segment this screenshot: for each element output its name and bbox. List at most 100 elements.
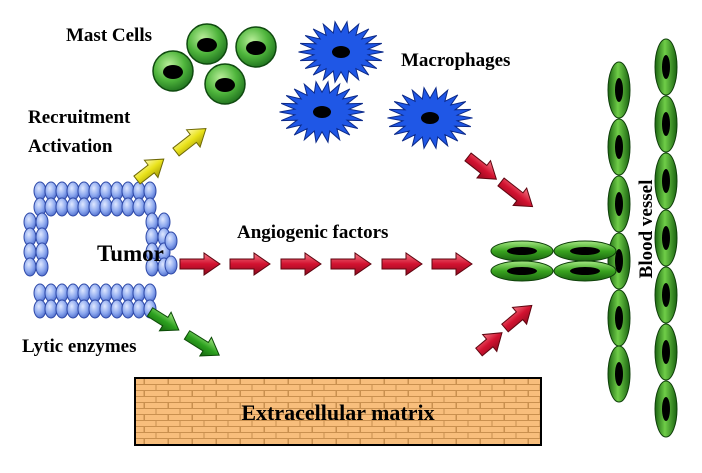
macrophage-icon [279,80,365,144]
tumor-cell-icon [55,299,69,319]
angiogenic-arrow-icon [475,332,503,357]
label-angiogenic-factors: Angiogenic factors [237,222,388,243]
macrophage-icon [298,20,384,84]
tumor-cell-icon [110,299,124,319]
tumor-cell-icon [33,181,47,201]
mast-cell-icon [235,26,277,68]
tumor-cell-icon [66,197,80,217]
mast-cell-icon [204,63,246,105]
tumor-cell-icon [110,197,124,217]
tumor-cell-icon [132,181,146,201]
tumor-cell-icon [55,283,69,303]
tumor-cell-icon [164,255,178,275]
vessel-cell-icon [654,266,678,324]
label-extracellular-matrix: Extracellular matrix [241,400,434,425]
vessel-cell-icon [607,289,631,347]
tumor-cell-icon [110,283,124,303]
tumor-cell-icon [88,299,102,319]
mast-cell-icon [152,50,194,92]
vessel-cell-icon [654,95,678,153]
tumor-cell-icon [121,299,135,319]
extracellular-matrix-block [134,377,542,446]
label-activation: Activation [28,136,113,157]
vessel-cell-icon [607,232,631,290]
tumor-cell-icon [164,231,178,251]
angiogenic-arrow-icon [501,304,533,333]
recruitment-arrow-icon [133,158,165,185]
vessel-cell-icon [607,61,631,119]
angiogenic-arrow-icon [464,152,498,180]
tumor-cell-icon [121,181,135,201]
tumor-cell-icon [55,181,69,201]
endothelial-cell-icon [553,240,617,262]
tumor-cell-icon [33,299,47,319]
tumor-cell-icon [77,299,91,319]
tumor-cell-icon [33,283,47,303]
label-macrophages: Macrophages [401,50,510,71]
angiogenic-arrow-icon [330,252,372,276]
tumor-cell-icon [132,299,146,319]
tumor-cell-icon [77,283,91,303]
lytic-arrow-icon [183,330,220,357]
angiogenic-arrow-icon [381,252,423,276]
endothelial-cell-icon [490,260,554,282]
macrophage-icon [387,86,473,150]
tumor-cell-icon [99,299,113,319]
endothelial-cell-icon [553,260,617,282]
tumor-cell-icon [110,181,124,201]
tumor-cell-icon [77,197,91,217]
vessel-cell-icon [654,380,678,438]
label-blood-vessel: Blood vessel [636,180,657,279]
tumor-cell-icon [35,257,49,277]
tumor-cell-icon [143,181,157,201]
vessel-cell-icon [654,209,678,267]
tumor-cell-icon [66,283,80,303]
label-lytic-enzymes: Lytic enzymes [22,336,137,357]
label-mast-cells: Mast Cells [66,25,152,46]
vessel-cell-icon [607,175,631,233]
tumor-cell-icon [88,283,102,303]
tumor-cell-icon [121,197,135,217]
tumor-cell-icon [44,283,58,303]
tumor-cell-icon [66,181,80,201]
tumor-cell-icon [99,181,113,201]
angiogenic-arrow-icon [497,177,534,208]
angiogenic-arrow-icon [280,252,322,276]
angiogenic-arrow-icon [179,252,221,276]
tumor-cell-icon [55,197,69,217]
macrophages-group [279,20,473,150]
tumor-cell-icon [143,283,157,303]
tumor-cell-icon [44,197,58,217]
angiogenic-arrow-icon [431,252,473,276]
tumor-cell-icon [121,283,135,303]
label-recruitment: Recruitment [28,107,131,128]
arrows-group [133,128,534,357]
tumor-cell-icon [44,299,58,319]
tumor-cell-icon [66,299,80,319]
vessel-cell-icon [654,323,678,381]
vessel-cell-icon [607,345,631,403]
tumor-cell-icon [132,283,146,303]
lytic-arrow-icon [146,307,180,332]
tumor-cell-icon [23,257,37,277]
vessel-cell-icon [654,152,678,210]
vessel-cell-icon [654,38,678,96]
label-tumor: Tumor [97,241,164,266]
tumor-cell-icon [88,197,102,217]
tumor-cell-icon [132,197,146,217]
tumor-cell-icon [99,197,113,217]
endothelial-sprout [490,240,617,282]
tumor-cell-icon [44,181,58,201]
tumor-cell-icon [77,181,91,201]
mast-cells-group [152,23,277,105]
tumor-cell-icon [99,283,113,303]
tumor-cell-icon [88,181,102,201]
recruitment-arrow-icon [172,128,207,157]
angiogenic-arrow-icon [229,252,271,276]
vessel-cell-icon [607,118,631,176]
endothelial-cell-icon [490,240,554,262]
mast-cell-icon [186,23,228,65]
tumor-cluster [23,181,178,319]
